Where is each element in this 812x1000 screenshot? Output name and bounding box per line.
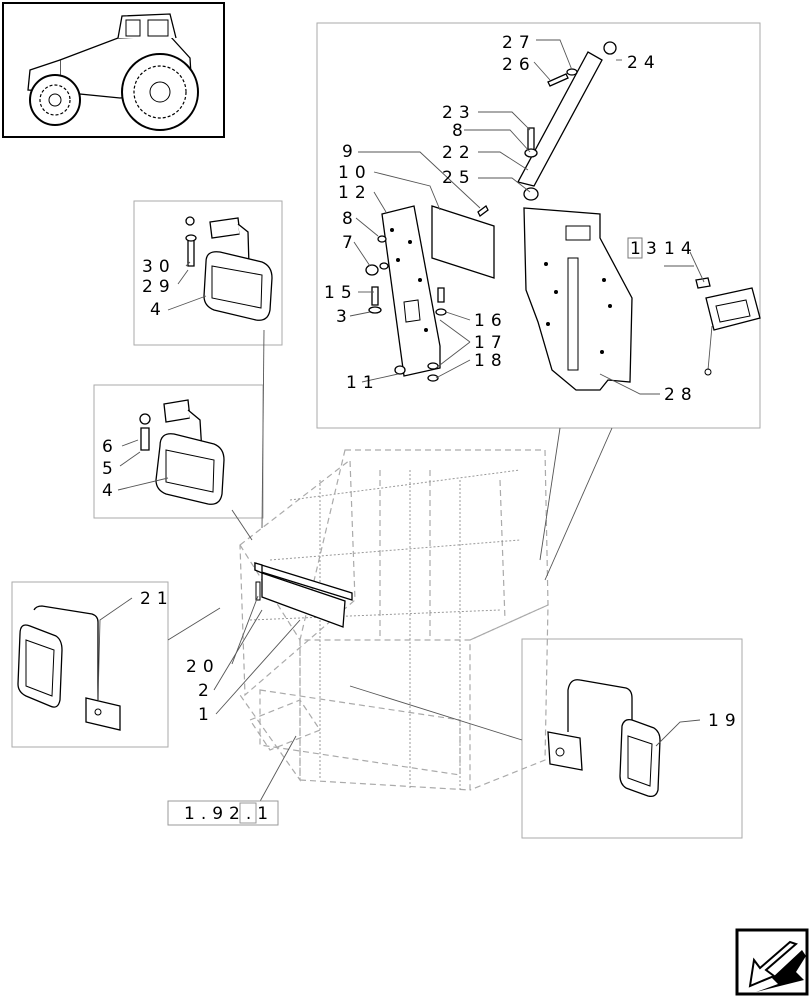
mirror-assembly-left [17, 605, 121, 731]
mirror-panel-left [11, 581, 169, 748]
callout-8a: 8 [452, 121, 469, 141]
callout-23: 23 [442, 103, 476, 123]
callout-11: 11 [346, 373, 380, 393]
callout-labels: 27 26 24 23 8 22 25 9 10 12 8 7 15 3 16 … [102, 33, 742, 731]
callout-19: 19 [708, 711, 742, 731]
callout-9: 9 [342, 142, 359, 162]
tractor-thumbnail-icon [2, 2, 225, 138]
callout-7: 7 [342, 233, 359, 253]
callout-3: 3 [336, 307, 353, 327]
callout-27: 27 [502, 33, 536, 53]
callout-13: 3 [646, 239, 663, 259]
callout-25: 25 [442, 168, 476, 188]
callout-5: 5 [102, 459, 119, 479]
reference-label[interactable]: 1.92.1 [167, 800, 279, 826]
callout-12: 12 [338, 183, 372, 203]
callout-10: 10 [338, 163, 372, 183]
callout-28: 28 [664, 385, 698, 405]
callout-30: 30 [142, 257, 176, 277]
callout-2: 2 [198, 681, 215, 701]
mirror-assembly-middle [139, 399, 225, 505]
callout-29: 29 [142, 277, 176, 297]
callout-15: 15 [324, 283, 358, 303]
mirror-assembly-right [547, 679, 661, 798]
callout-14: 14 [664, 239, 698, 259]
leader-lines [97, 39, 705, 806]
mirror-panel-right [521, 638, 743, 839]
mirror-panel-upper [133, 200, 283, 346]
hardware-detail-panel [316, 22, 761, 429]
hardware-parts [365, 41, 761, 391]
callout-4a: 4 [150, 300, 167, 320]
callout-26: 26 [502, 55, 536, 75]
callout-21: 21 [140, 589, 174, 609]
cab-frame-outline [239, 449, 549, 791]
callout-24: 24 [627, 53, 661, 73]
next-page-arrow-icon[interactable] [735, 928, 809, 996]
mirror-assembly-upper [185, 216, 273, 321]
callout-17: 17 [474, 333, 508, 353]
callout-20: 20 [186, 657, 220, 677]
callout-6: 6 [102, 437, 119, 457]
callout-18: 18 [474, 351, 508, 371]
callout-4b: 4 [102, 481, 119, 501]
callout-8b: 8 [342, 209, 359, 229]
callout-16: 16 [474, 311, 508, 331]
reference-text: 1.92.1 [184, 804, 274, 824]
callout-1: 1 [198, 705, 215, 725]
callout-13-box: 1 [630, 239, 647, 259]
front-visor-part [254, 562, 353, 628]
callout-22: 22 [442, 143, 476, 163]
